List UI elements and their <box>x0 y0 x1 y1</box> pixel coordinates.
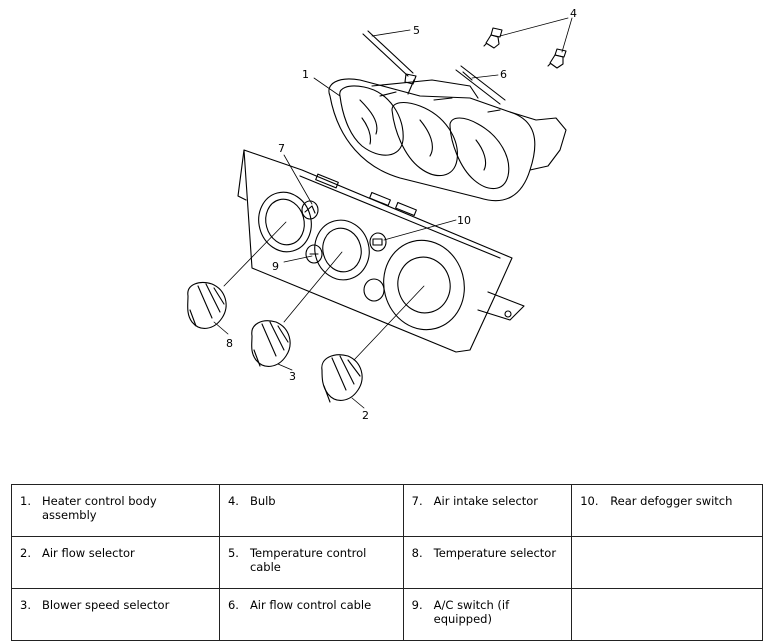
legend-cell: 9. A/C switch (if equipped) <box>402 588 573 641</box>
legend-number: 7. <box>411 494 423 508</box>
blower-dial <box>314 219 370 281</box>
legend-text: A/C switch (if equipped) <box>433 598 510 626</box>
legend-text: Blower speed selector <box>42 598 170 612</box>
legend-cell <box>571 536 763 589</box>
air-flow-control-cable <box>455 65 506 105</box>
bulb-lower <box>547 48 567 69</box>
callout-1: 1 <box>302 68 309 81</box>
legend-cell: 5. Temperature control cable <box>218 536 404 589</box>
legend-row: 2. Air flow selector 5. Temperature contro… <box>11 536 763 589</box>
legend-text: Temperature control cable <box>249 546 367 574</box>
legend-number: 8. <box>411 546 423 560</box>
legend-text: Air flow selector <box>42 546 135 560</box>
temperature-control-cable <box>362 30 417 85</box>
legend-number: 10. <box>580 494 599 508</box>
legend-cell: 7. Air intake selector <box>402 484 573 537</box>
callout-9: 9 <box>272 260 279 273</box>
legend-text: Heater control body assembly <box>42 494 157 522</box>
bulb-upper <box>483 27 503 49</box>
air-flow-selector-knob <box>321 354 363 403</box>
indicator-hole <box>363 278 385 302</box>
heater-control-body-assembly <box>328 78 567 202</box>
air-flow-dial <box>383 239 465 331</box>
heater-control-exploded-diagram: 1 2 3 4 5 6 7 8 9 10 <box>187 7 577 422</box>
legend-number: 5. <box>227 546 239 560</box>
legend-cell: 3. Blower speed selector <box>11 588 220 641</box>
callout-3: 3 <box>289 370 296 383</box>
parts-legend-table: 1. Heater control body assembly 4. Bulb 7.… <box>11 484 763 641</box>
legend-cell: 4. Bulb <box>218 484 404 537</box>
callout-7: 7 <box>278 142 285 155</box>
blower-speed-selector-knob <box>251 320 291 367</box>
callout-10: 10 <box>457 214 471 227</box>
rear-defogger-switch <box>369 232 387 252</box>
legend-number: 6. <box>227 598 239 612</box>
legend-row: 3. Blower speed selector 6. Air flow contr… <box>11 588 763 641</box>
callout-6: 6 <box>500 68 507 81</box>
ac-switch <box>305 244 323 264</box>
legend-cell: 6. Air flow control cable <box>218 588 404 641</box>
callout-5: 5 <box>413 24 420 37</box>
legend-text: Rear defogger switch <box>610 494 733 508</box>
legend-cell: 1. Heater control body assembly <box>11 484 220 537</box>
temperature-dial <box>258 191 312 253</box>
callout-4: 4 <box>570 7 577 20</box>
leader-lines <box>213 17 573 409</box>
legend-text: Air intake selector <box>433 494 539 508</box>
heater-control-panel <box>237 149 525 353</box>
legend-number: 2. <box>20 546 31 560</box>
callout-8: 8 <box>226 337 233 350</box>
legend-number: 3. <box>20 598 31 612</box>
legend-number: 1. <box>20 494 31 508</box>
callout-labels: 1 2 3 4 5 6 7 8 9 10 <box>226 7 577 422</box>
callout-2: 2 <box>362 409 369 422</box>
legend-text: Air flow control cable <box>249 598 372 612</box>
temperature-selector-knob <box>187 281 227 329</box>
legend-number: 9. <box>411 598 423 612</box>
legend-text: Temperature selector <box>433 546 557 560</box>
legend-cell <box>571 588 763 641</box>
legend-cell: 8. Temperature selector <box>402 536 573 589</box>
legend-row: 1. Heater control body assembly 4. Bulb 7.… <box>11 484 763 537</box>
legend-cell: 2. Air flow selector <box>11 536 220 589</box>
legend-text: Bulb <box>249 494 276 508</box>
legend-cell: 10. Rear defogger switch <box>571 484 763 537</box>
legend-number: 4. <box>227 494 239 508</box>
